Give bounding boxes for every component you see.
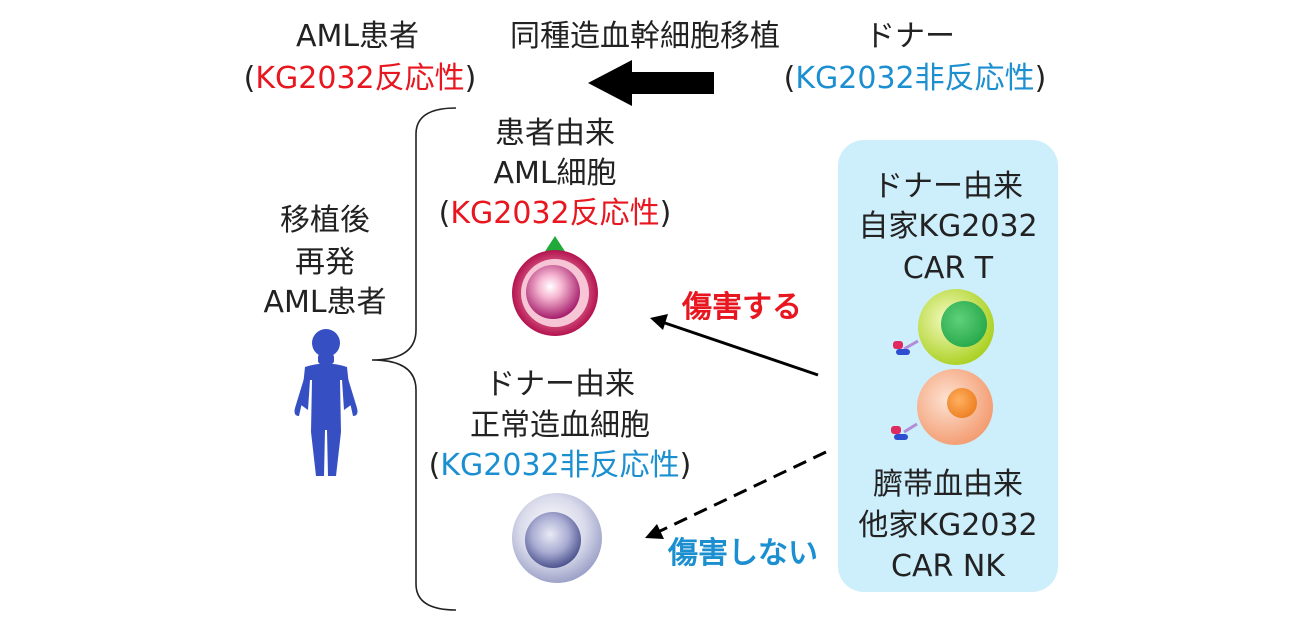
no-harm-arrow xyxy=(645,450,827,539)
no-harm-label: 傷害しない xyxy=(668,536,818,571)
normal-cell-icon xyxy=(512,493,602,583)
transplant-label: 同種造血幹細胞移植 xyxy=(510,19,780,54)
aml-cell-line2: AML細胞 xyxy=(493,156,617,191)
donor-title: ドナー xyxy=(865,19,955,54)
harm-label: 傷害する xyxy=(682,290,802,325)
car-t-cell-icon xyxy=(893,289,994,365)
normal-cell-reactivity-value: KG2032非反応性 xyxy=(440,448,680,483)
car-t-line1: ドナー由来 xyxy=(873,169,1023,204)
curly-brace xyxy=(371,107,457,611)
normal-cell-line2: 正常造血細胞 xyxy=(470,408,650,443)
car-cell-panel xyxy=(838,140,1058,592)
car-nk-line2: 他家KG2032 xyxy=(858,508,1038,543)
relapse-line1: 移植後 xyxy=(280,203,370,238)
normal-cell-reactivity: (KG2032非反応性) xyxy=(428,448,692,483)
transplant-arrow xyxy=(588,60,714,106)
aml-cell-line1: 患者由来 xyxy=(495,116,615,151)
car-nk-line3: CAR NK xyxy=(891,549,1005,584)
donor-reactivity: (KG2032非反応性) xyxy=(783,61,1047,96)
person-icon xyxy=(294,329,358,476)
relapse-line2: 再発 xyxy=(295,245,355,280)
patient-title: AML患者 xyxy=(295,19,420,54)
harm-arrow xyxy=(650,314,819,377)
patient-reactivity-value: KG2032反応性 xyxy=(255,61,465,96)
car-nk-cell-icon xyxy=(891,369,993,445)
aml-cell-reactivity: (KG2032反応性) xyxy=(438,196,672,231)
car-t-line2: 自家KG2032 xyxy=(858,209,1038,244)
normal-cell-line1: ドナー由来 xyxy=(485,367,635,402)
car-nk-line1: 臍帯血由来 xyxy=(873,467,1023,502)
patient-reactivity: (KG2032反応性) xyxy=(243,61,477,96)
aml-cell-reactivity-value: KG2032反応性 xyxy=(450,196,660,231)
car-t-line3: CAR T xyxy=(902,251,994,286)
relapse-line3: AML患者 xyxy=(263,285,387,320)
aml-cell-icon xyxy=(512,236,598,336)
donor-reactivity-value: KG2032非反応性 xyxy=(795,61,1035,96)
